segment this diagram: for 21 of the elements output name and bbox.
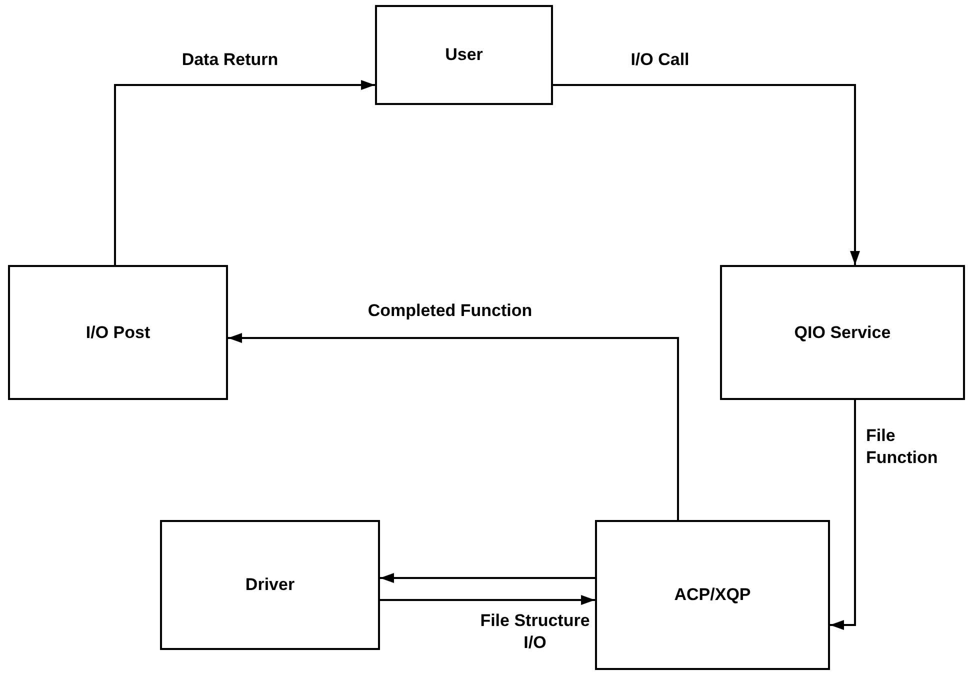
edge-label: I/O Call — [630, 49, 690, 71]
process-box — [375, 5, 553, 105]
box-label: I/O Post — [86, 322, 150, 344]
edge-label: File Structure I/O — [480, 610, 590, 654]
process-box — [720, 265, 965, 400]
box-label: ACP/XQP — [674, 584, 751, 606]
edge-label: File Function — [866, 425, 939, 469]
arrow — [553, 84, 860, 265]
process-box — [160, 520, 380, 650]
box-label: Driver — [245, 574, 295, 596]
arrow — [380, 595, 595, 605]
arrow — [380, 573, 595, 583]
box-label: QIO Service — [794, 322, 891, 344]
edge-label: Data Return — [180, 49, 280, 71]
edge-label: Completed Function — [366, 300, 534, 322]
process-box — [595, 520, 830, 670]
arrow — [114, 80, 375, 265]
arrow — [228, 333, 679, 520]
arrow — [830, 400, 856, 630]
box-label: User — [445, 44, 483, 66]
process-box — [8, 265, 228, 400]
